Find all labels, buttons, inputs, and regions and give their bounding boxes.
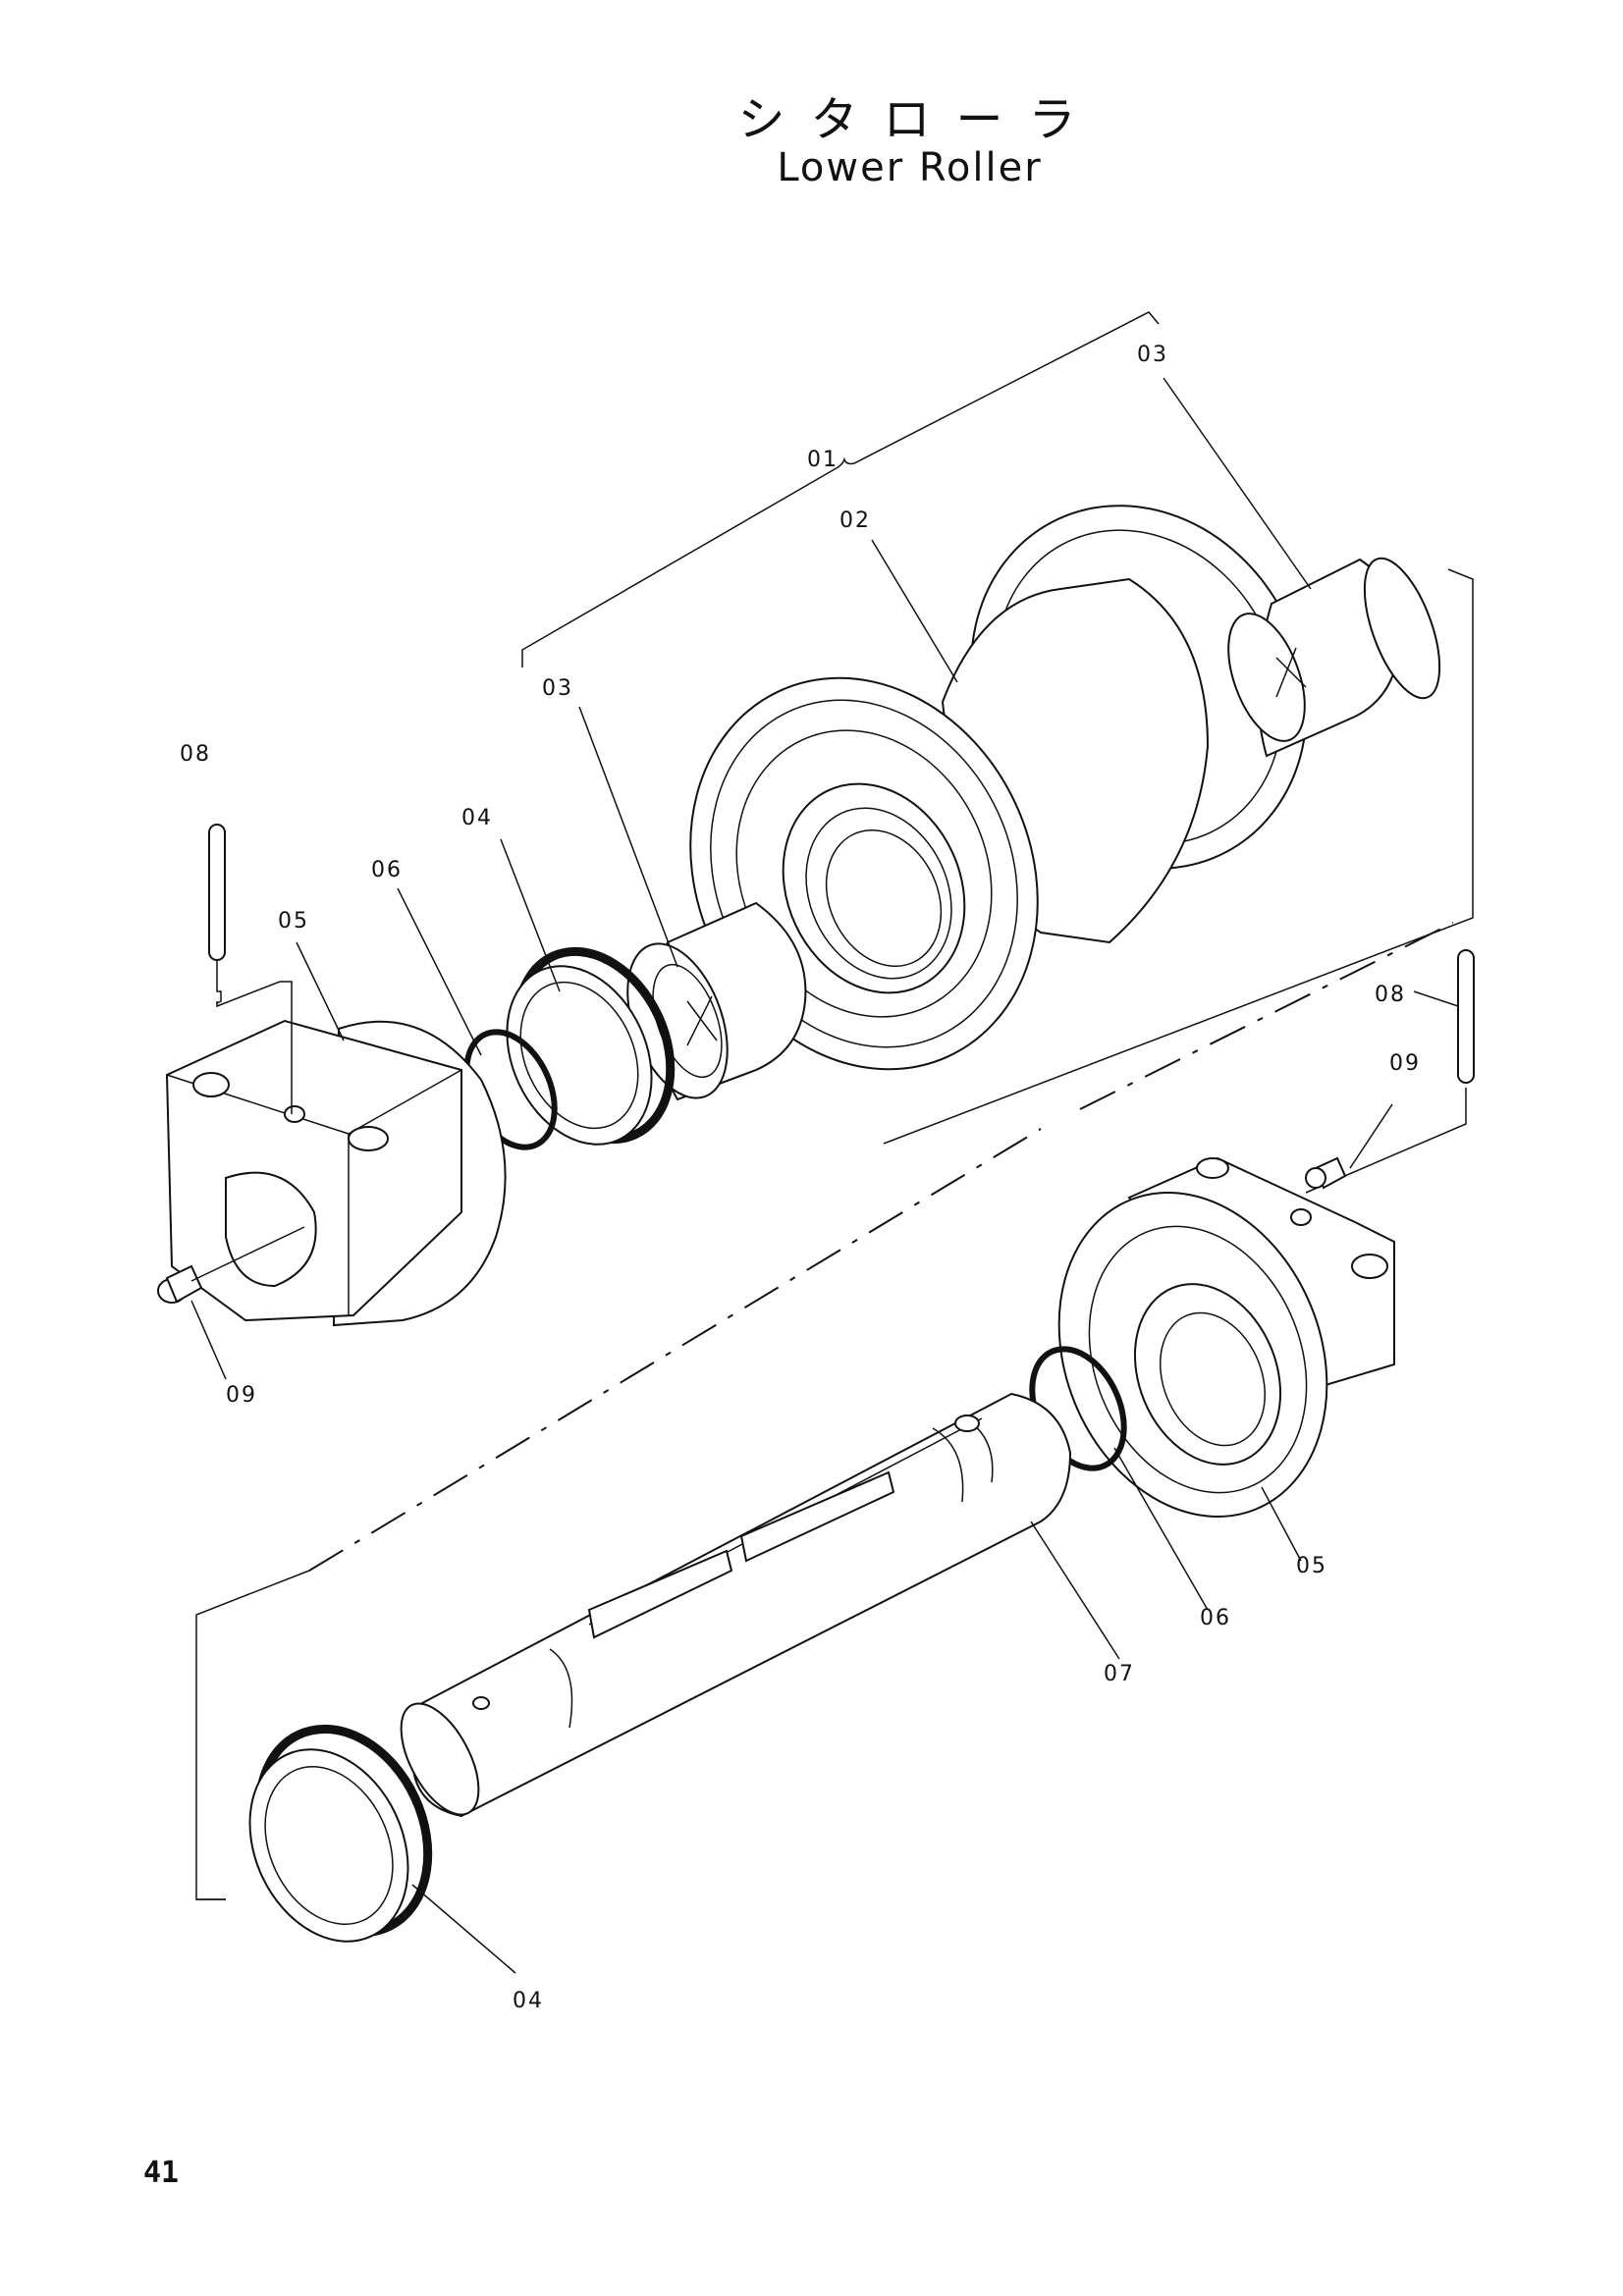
callout-04-lower: 04	[513, 1989, 544, 2013]
callout-02: 02	[839, 508, 871, 533]
callout-06-lower: 06	[1200, 1606, 1231, 1630]
callout-06-upper: 06	[371, 858, 403, 882]
callout-08-left: 08	[180, 742, 211, 767]
plug-right	[1305, 1156, 1347, 1190]
title-english: Lower Roller	[777, 145, 1043, 190]
callout-04-upper: 04	[461, 806, 493, 830]
assembly-bracket-01	[521, 311, 1160, 667]
shaft	[400, 1392, 1072, 1818]
callout-09-left: 09	[226, 1383, 257, 1408]
seal-group-lower	[248, 1724, 433, 1943]
collar-left	[165, 1019, 507, 1327]
title-japanese: シタローラ	[737, 92, 1102, 147]
bushing-rear	[1227, 557, 1441, 758]
callout-09-right: 09	[1389, 1051, 1421, 1076]
callout-labels: 01 02 03 03 04 04 05 05 06 06 07 08 08 0…	[180, 343, 1421, 2013]
plug-left	[157, 1226, 305, 1304]
assembly-bracket-lower	[195, 1570, 310, 1900]
collar-right	[1057, 1156, 1395, 1518]
callout-03-rear: 03	[1137, 343, 1168, 367]
centre-line-upper	[1079, 922, 1454, 1110]
callout-05-left: 05	[278, 909, 309, 934]
centre-line	[308, 1128, 1042, 1572]
leader-lines	[190, 377, 1459, 1974]
roller-body	[689, 505, 1308, 1071]
pin-right	[1305, 949, 1475, 1194]
pin-left	[208, 824, 293, 1114]
seal-group-upper	[506, 946, 676, 1146]
callout-07: 07	[1104, 1662, 1135, 1686]
callout-03-front: 03	[542, 676, 573, 701]
page-number: 41	[143, 2156, 180, 2190]
callout-05-right: 05	[1296, 1554, 1327, 1578]
assembly-bracket-right	[883, 568, 1474, 1145]
callout-01: 01	[807, 448, 839, 472]
callout-08-right: 08	[1375, 983, 1406, 1007]
